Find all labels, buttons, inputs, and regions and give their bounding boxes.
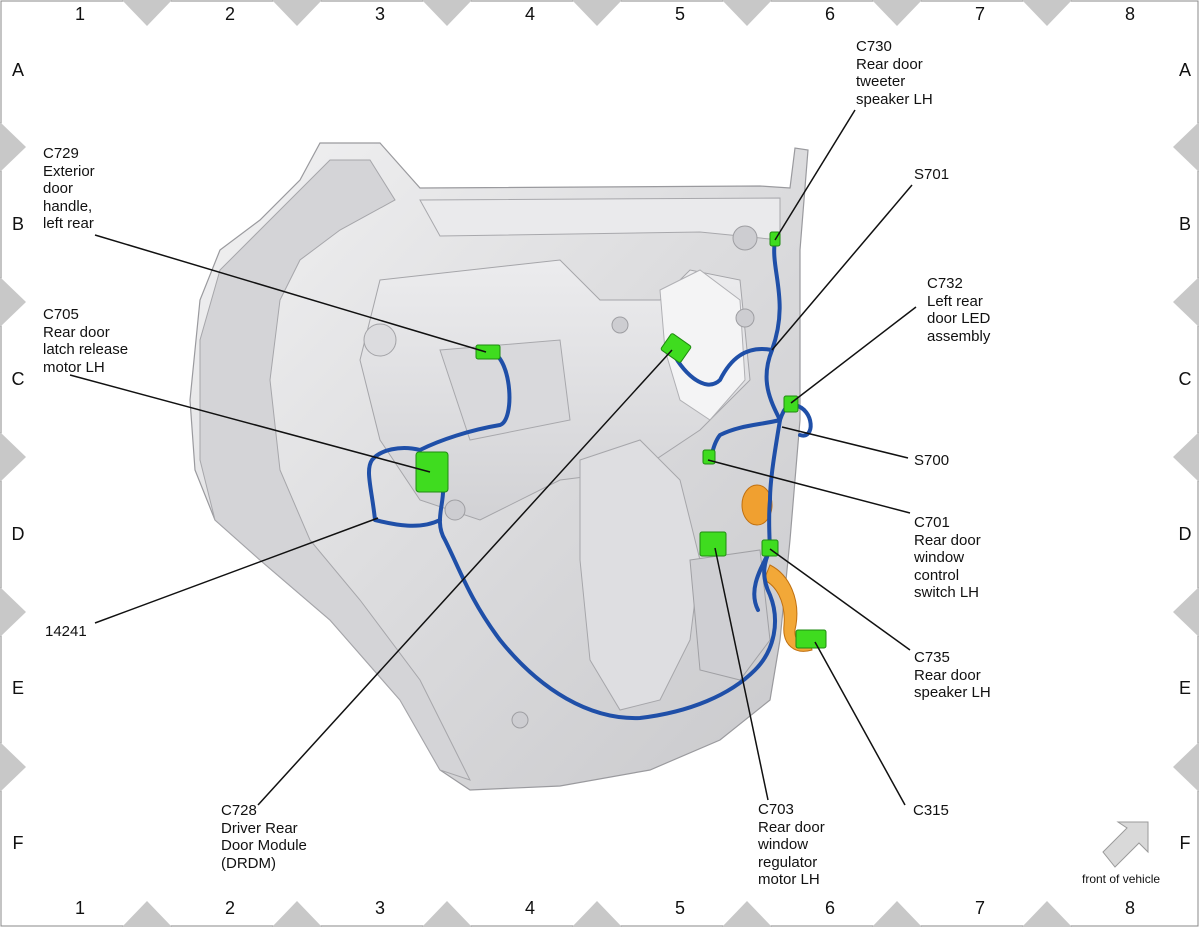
callout-C315: C315 (913, 802, 949, 819)
grid-col-bottom-6: 6 (824, 898, 835, 918)
callout-C728: C728 Driver Rear Door Module (DRDM) (221, 802, 307, 872)
grid-row-right-F: F (1179, 833, 1191, 853)
connector-C728 (660, 333, 692, 363)
callout-S701: S701 (914, 166, 950, 183)
rear-door-panel (189, 142, 809, 791)
grid-col-bottom-5: 5 (674, 898, 685, 918)
grid-row-left-B: B (11, 214, 24, 234)
grid-row-left-F: F (12, 833, 24, 853)
connectors (415, 231, 827, 649)
grid-markers-top (122, 0, 1072, 26)
grid-col-top-5: 5 (674, 4, 685, 24)
grid-markers-right (1173, 122, 1199, 792)
grid-col-top-3: 3 (374, 4, 385, 24)
callout-14241: 14241 (45, 623, 87, 640)
grid-col-top-6: 6 (824, 4, 835, 24)
leader-lines (69, 109, 917, 806)
connector-C705 (415, 451, 449, 493)
callout-C732: C732 Left rear door LED assembly (927, 275, 991, 345)
grid-markers-bottom (122, 901, 1072, 927)
connector-C703 (699, 531, 727, 557)
grid-row-right-B: B (1178, 214, 1191, 234)
grid-col-bottom-8: 8 (1124, 898, 1135, 918)
grid-col-top-8: 8 (1124, 4, 1135, 24)
grid-row-right-C: C (1178, 369, 1192, 389)
callout-C730: C730 Rear door tweeter speaker LH (856, 38, 933, 108)
front-of-vehicle-label: front of vehicle (1082, 872, 1161, 886)
grid-col-bottom-4: 4 (524, 898, 535, 918)
callout-C705: C705 Rear door latch release motor LH (43, 306, 129, 376)
grid-row-left-A: A (11, 60, 24, 80)
callout-C701: C701 Rear door window control switch LH (914, 514, 981, 601)
callout-C729: C729 Exterior door handle, left rear (43, 145, 95, 232)
callout-C735: C735 Rear door speaker LH (914, 649, 991, 701)
grid-col-bottom-1: 1 (74, 898, 85, 918)
grid-col-top-1: 1 (74, 4, 85, 24)
connector-C729 (475, 344, 501, 360)
grid-col-bottom-7: 7 (974, 898, 985, 918)
grid-row-right-E: E (1178, 678, 1191, 698)
callout-C703: C703 Rear door window regulator motor LH (758, 801, 825, 888)
grid-col-top-2: 2 (224, 4, 235, 24)
speaker-grommet (741, 484, 813, 652)
grid-row-left-E: E (11, 678, 24, 698)
arrow-icon (1102, 821, 1149, 868)
grid-col-top-7: 7 (974, 4, 985, 24)
grid-col-bottom-3: 3 (374, 898, 385, 918)
grid-col-bottom-2: 2 (224, 898, 235, 918)
callout-S700: S700 (914, 452, 950, 469)
grid-row-left-C: C (11, 369, 25, 389)
grid-col-top-4: 4 (524, 4, 535, 24)
connector-C315 (795, 629, 827, 649)
grid-row-left-D: D (11, 524, 25, 544)
grid-row-right-D: D (1178, 524, 1192, 544)
grid-markers-left (0, 122, 26, 792)
grid-row-right-A: A (1178, 60, 1191, 80)
